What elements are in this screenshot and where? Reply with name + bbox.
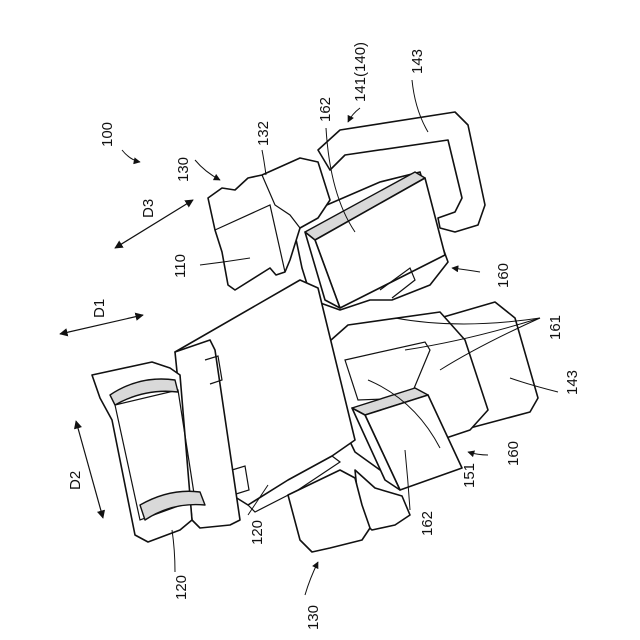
leader-141	[348, 108, 360, 122]
leader-132	[262, 150, 266, 175]
label-132: 132	[255, 121, 272, 146]
leader-130-top	[195, 160, 220, 180]
label-151: 151	[461, 463, 478, 488]
leader-160-top	[452, 268, 480, 272]
leader-100	[122, 150, 140, 162]
label-162-bottom: 162	[419, 511, 436, 536]
label-100: 100	[99, 122, 116, 147]
label-161: 161	[547, 315, 564, 340]
leader-120-left	[172, 530, 175, 572]
label-d3: D3	[140, 199, 157, 218]
label-110: 110	[172, 254, 189, 278]
label-120-left: 120	[173, 575, 190, 600]
label-130-top: 130	[175, 157, 192, 182]
label-d2: D2	[67, 471, 84, 490]
label-143-bottom: 143	[564, 370, 581, 395]
label-130-bottom: 130	[305, 605, 322, 630]
label-141: 141(140)	[352, 42, 369, 102]
label-143-top: 143	[409, 49, 426, 74]
label-160-top: 160	[495, 263, 512, 288]
leader-130-bottom	[305, 562, 318, 595]
label-160-bottom: 160	[505, 441, 522, 466]
leader-160-bottom	[468, 452, 488, 455]
arrow-d2	[76, 421, 103, 518]
label-d1: D1	[91, 299, 108, 318]
label-120-mid: 120	[249, 520, 266, 545]
label-162-top: 162	[317, 97, 334, 122]
